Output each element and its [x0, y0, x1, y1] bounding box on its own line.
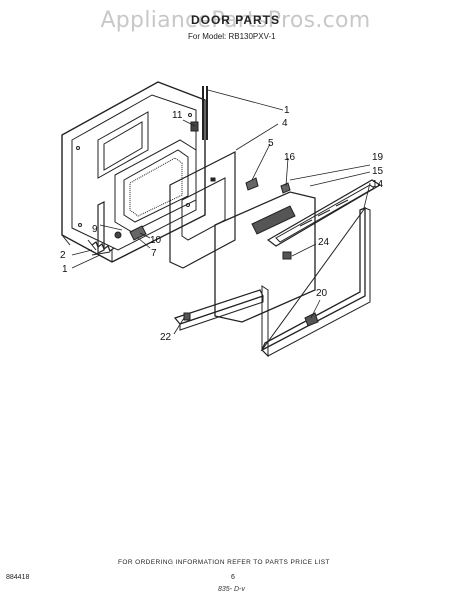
callout-5: 5 — [268, 138, 274, 149]
callout-11: 11 — [172, 110, 183, 121]
leader-lines — [71, 89, 371, 335]
handwritten-note: 835- D-v — [218, 586, 245, 593]
document-code: 884418 — [6, 574, 30, 581]
page-number: 6 — [231, 574, 235, 581]
ordering-note: FOR ORDERING INFORMATION REFER TO PARTS … — [118, 559, 330, 566]
clip-part-24 — [282, 251, 292, 260]
callout-4: 4 — [282, 118, 288, 129]
spring-part-9 — [91, 231, 122, 252]
model-line: For Model: RB130PXV-1 — [188, 32, 276, 41]
window-panel-part-4 — [169, 151, 236, 269]
callout-1-upper: 1 — [284, 105, 290, 116]
callout-labels: 1 11 4 5 16 19 15 14 9 10 2 1 7 24 20 22 — [60, 105, 384, 343]
callout-19: 19 — [372, 152, 384, 163]
outer-door-glass — [214, 191, 316, 323]
bracket-part-16 — [280, 182, 291, 194]
callout-2: 2 — [60, 250, 66, 261]
glass-frame-part-10 — [114, 139, 197, 233]
watermark: AppliancePartsPros.com — [100, 8, 371, 33]
callout-20: 20 — [316, 288, 328, 299]
callout-7: 7 — [151, 248, 157, 259]
clip-part-11 — [190, 121, 199, 132]
callout-1-lower: 1 — [62, 264, 68, 275]
callout-24: 24 — [318, 237, 330, 248]
top-trim-part-15 — [266, 179, 382, 247]
callout-22: 22 — [160, 332, 172, 343]
callout-15: 15 — [372, 166, 384, 177]
bracket-part-7 — [129, 225, 147, 241]
door-rod-upper — [202, 86, 208, 140]
bracket-part-5 — [245, 177, 259, 191]
clip-part-20 — [304, 312, 319, 327]
bottom-trim-part-22 — [173, 289, 264, 331]
callout-14: 14 — [372, 179, 384, 190]
outer-frame-part-14 — [260, 207, 371, 358]
callout-10: 10 — [150, 235, 162, 246]
door-inner-frame — [61, 81, 206, 263]
page-title: DOOR PARTS — [190, 13, 281, 27]
callout-9: 9 — [92, 224, 98, 235]
callout-16: 16 — [284, 152, 296, 163]
